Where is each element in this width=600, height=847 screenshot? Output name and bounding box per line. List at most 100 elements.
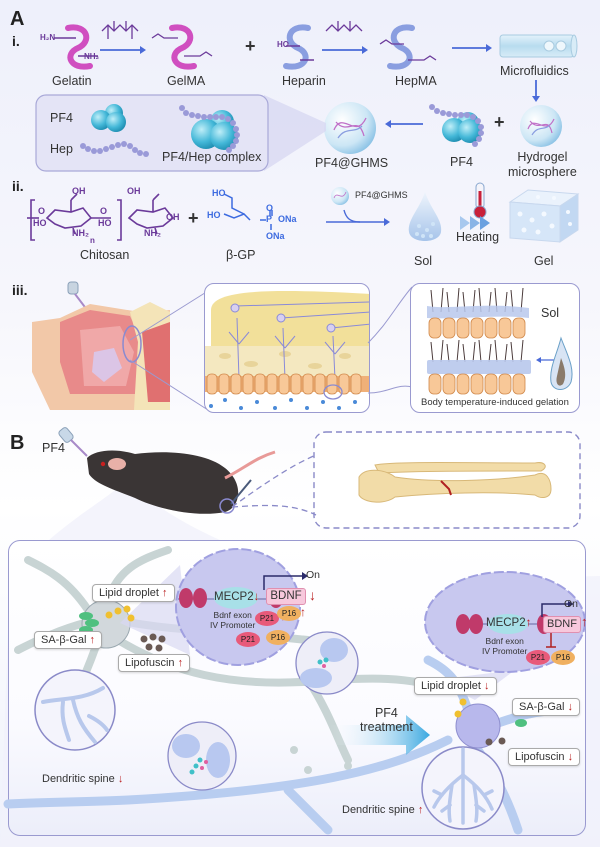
pf4-hep-complex-icon xyxy=(179,105,240,153)
beta-gp-o: O xyxy=(266,203,274,213)
chitosan-ho-2: HO xyxy=(98,218,112,228)
aged-mecp2-label: MECP2↓ xyxy=(214,591,260,603)
bdnf-up-arrow-icon: ↑ xyxy=(581,614,588,629)
aged-lipid-droplet-tag: Lipid droplet ↑ xyxy=(92,584,175,602)
pf4-ghms-microsphere-icon xyxy=(324,102,376,154)
heparin-chain-icon xyxy=(80,141,149,157)
gelatin-nh2: NH₂ xyxy=(84,52,100,61)
aged-bdnf-box: BDNF xyxy=(266,588,306,605)
chitosan-oh-2: OH xyxy=(127,186,141,196)
plus-sign-3: + xyxy=(188,208,199,228)
treated-bdnf-box: BDNF xyxy=(543,616,581,633)
arrow-right-icon xyxy=(326,209,390,226)
beta-gp-ho-1: HO xyxy=(212,188,226,198)
hepma-strand-icon xyxy=(379,24,437,70)
pf4-dropper-label: PF4 xyxy=(42,441,65,455)
mecp2-up-arrow-icon: ↑ xyxy=(525,617,532,629)
plus-sign: + xyxy=(245,36,256,56)
zoom-callout-lines-2 xyxy=(367,286,413,394)
treated-p16-badge: P16 xyxy=(551,650,575,665)
aged-p16-badge-1: P16 xyxy=(277,606,301,621)
aged-p21-badge-2: P21 xyxy=(236,632,260,647)
gelation-sol-label: Sol xyxy=(541,306,560,320)
gel-cube-icon xyxy=(508,189,580,243)
aged-lipofuscin-tag: Lipofuscin ↑ xyxy=(118,654,191,672)
sol-label: Sol xyxy=(414,254,433,268)
tibia-fibula-bone-icon xyxy=(358,462,552,503)
additive-label: PF4@GHMS xyxy=(355,190,408,200)
bone-callout-box xyxy=(313,431,581,529)
olfactory-epithelium-illustration xyxy=(205,291,369,410)
chitosan-oh-1: OH xyxy=(72,186,86,196)
methacrylic-anhydride-structure-2 xyxy=(325,21,363,32)
pf4-ghms-label: PF4@GHMS xyxy=(315,156,389,170)
plus-sign-2: + xyxy=(494,112,505,132)
gelation-panel: Sol Body temperature-induced gelation xyxy=(410,283,580,413)
beta-gp-label: β-GP xyxy=(226,248,256,262)
sa-beta-gal-up-arrow-icon: ↑ xyxy=(89,634,96,646)
spine-down-arrow-icon: ↓ xyxy=(117,773,124,785)
treated-dendritic-spine-circle xyxy=(421,746,505,830)
methacrylic-anhydride-structure xyxy=(101,21,139,39)
panel-b-label: B xyxy=(10,432,25,454)
chitosan-nh2-2: NH₂ xyxy=(144,228,161,238)
gelatin-label: Gelatin xyxy=(52,74,92,88)
lipid-up-arrow-icon: ↑ xyxy=(162,587,168,599)
treated-dendritic-spine-label: Dendritic spine ↑ xyxy=(342,804,424,816)
lipofuscin-up-arrow-icon: ↑ xyxy=(177,657,184,669)
gelation-caption: Body temperature-induced gelation xyxy=(421,397,569,408)
arrow-right-icon xyxy=(322,46,368,54)
heparin-label: Heparin xyxy=(282,74,326,88)
chitosan-nh2-1: NH₂ xyxy=(72,228,89,238)
chitosan-n-subscript: n xyxy=(90,236,95,245)
treated-mecp2-label: MECP2↑ xyxy=(486,617,532,629)
arrow-right-icon xyxy=(100,46,146,54)
treated-lipid-droplet-tag: Lipid droplet ↓ xyxy=(414,677,497,695)
aged-dendritic-spine-circle xyxy=(34,669,116,751)
heparin-strand-icon xyxy=(283,24,314,70)
pf4-treatment-arrow xyxy=(330,715,430,755)
row-i-label: i. xyxy=(12,33,20,49)
microfluidics-label: Microfluidics xyxy=(500,64,569,78)
aged-p21-badge-1: P21 xyxy=(255,611,279,626)
aged-lipofuscin-icon xyxy=(140,633,166,652)
aged-p16-badge-2: P16 xyxy=(266,630,290,645)
synapse-circle-aged xyxy=(295,631,359,695)
spine-up-arrow-icon: ↑ xyxy=(417,804,424,816)
chitosan-label: Chitosan xyxy=(80,248,130,262)
pf4-label: PF4 xyxy=(450,155,473,169)
nasal-cavity-illustration xyxy=(32,281,170,410)
olfactory-epithelium-panel xyxy=(204,283,370,413)
arrow-down-icon xyxy=(532,80,540,102)
treated-p21-badge: P21 xyxy=(526,650,550,665)
lipofuscin-down-arrow-icon: ↓ xyxy=(567,751,574,763)
treated-lipid-droplets-icon xyxy=(454,698,467,718)
zoom-callout-lines xyxy=(129,290,209,411)
inset-hep-label: Hep xyxy=(50,142,73,156)
gel-label: Gel xyxy=(534,254,554,268)
pf4-ghms-small-icon xyxy=(331,187,349,205)
beta-gp-ho-2: HO xyxy=(207,210,221,220)
mecp2-down-arrow-icon: ↓ xyxy=(253,591,260,603)
inhibition-bar-icon xyxy=(546,633,556,648)
treated-lipofuscin-icon xyxy=(485,737,506,746)
aged-sa-beta-gal-tag: SA-β-Gal ↑ xyxy=(34,631,103,649)
bdnf-down-arrow-icon: ↓ xyxy=(309,587,316,603)
beta-gp-p: P xyxy=(266,214,273,224)
gelatin-h2n: H₂N xyxy=(40,33,56,42)
row-iii-label: iii. xyxy=(12,282,28,298)
bone-callout-lines xyxy=(231,454,317,516)
aged-on-label: On xyxy=(306,569,321,581)
synapse-circle-treated xyxy=(167,721,237,791)
inset-complex-label: PF4/Hep complex xyxy=(162,150,262,164)
heating-chevrons-icon xyxy=(460,216,490,230)
aged-lipid-droplets-icon xyxy=(105,605,135,622)
heating-label: Heating xyxy=(456,230,500,244)
arrow-right-icon xyxy=(452,44,492,52)
beta-gp-structure xyxy=(223,193,273,230)
pf4-heparin-complex-icon xyxy=(429,104,484,147)
chitosan-o-1: O xyxy=(38,206,46,216)
chitosan-ho-1: HO xyxy=(33,218,47,228)
p16-up-arrow-icon: ↑ xyxy=(300,605,306,619)
hydrogel-microsphere-label: Hydrogel microsphere xyxy=(508,150,577,179)
